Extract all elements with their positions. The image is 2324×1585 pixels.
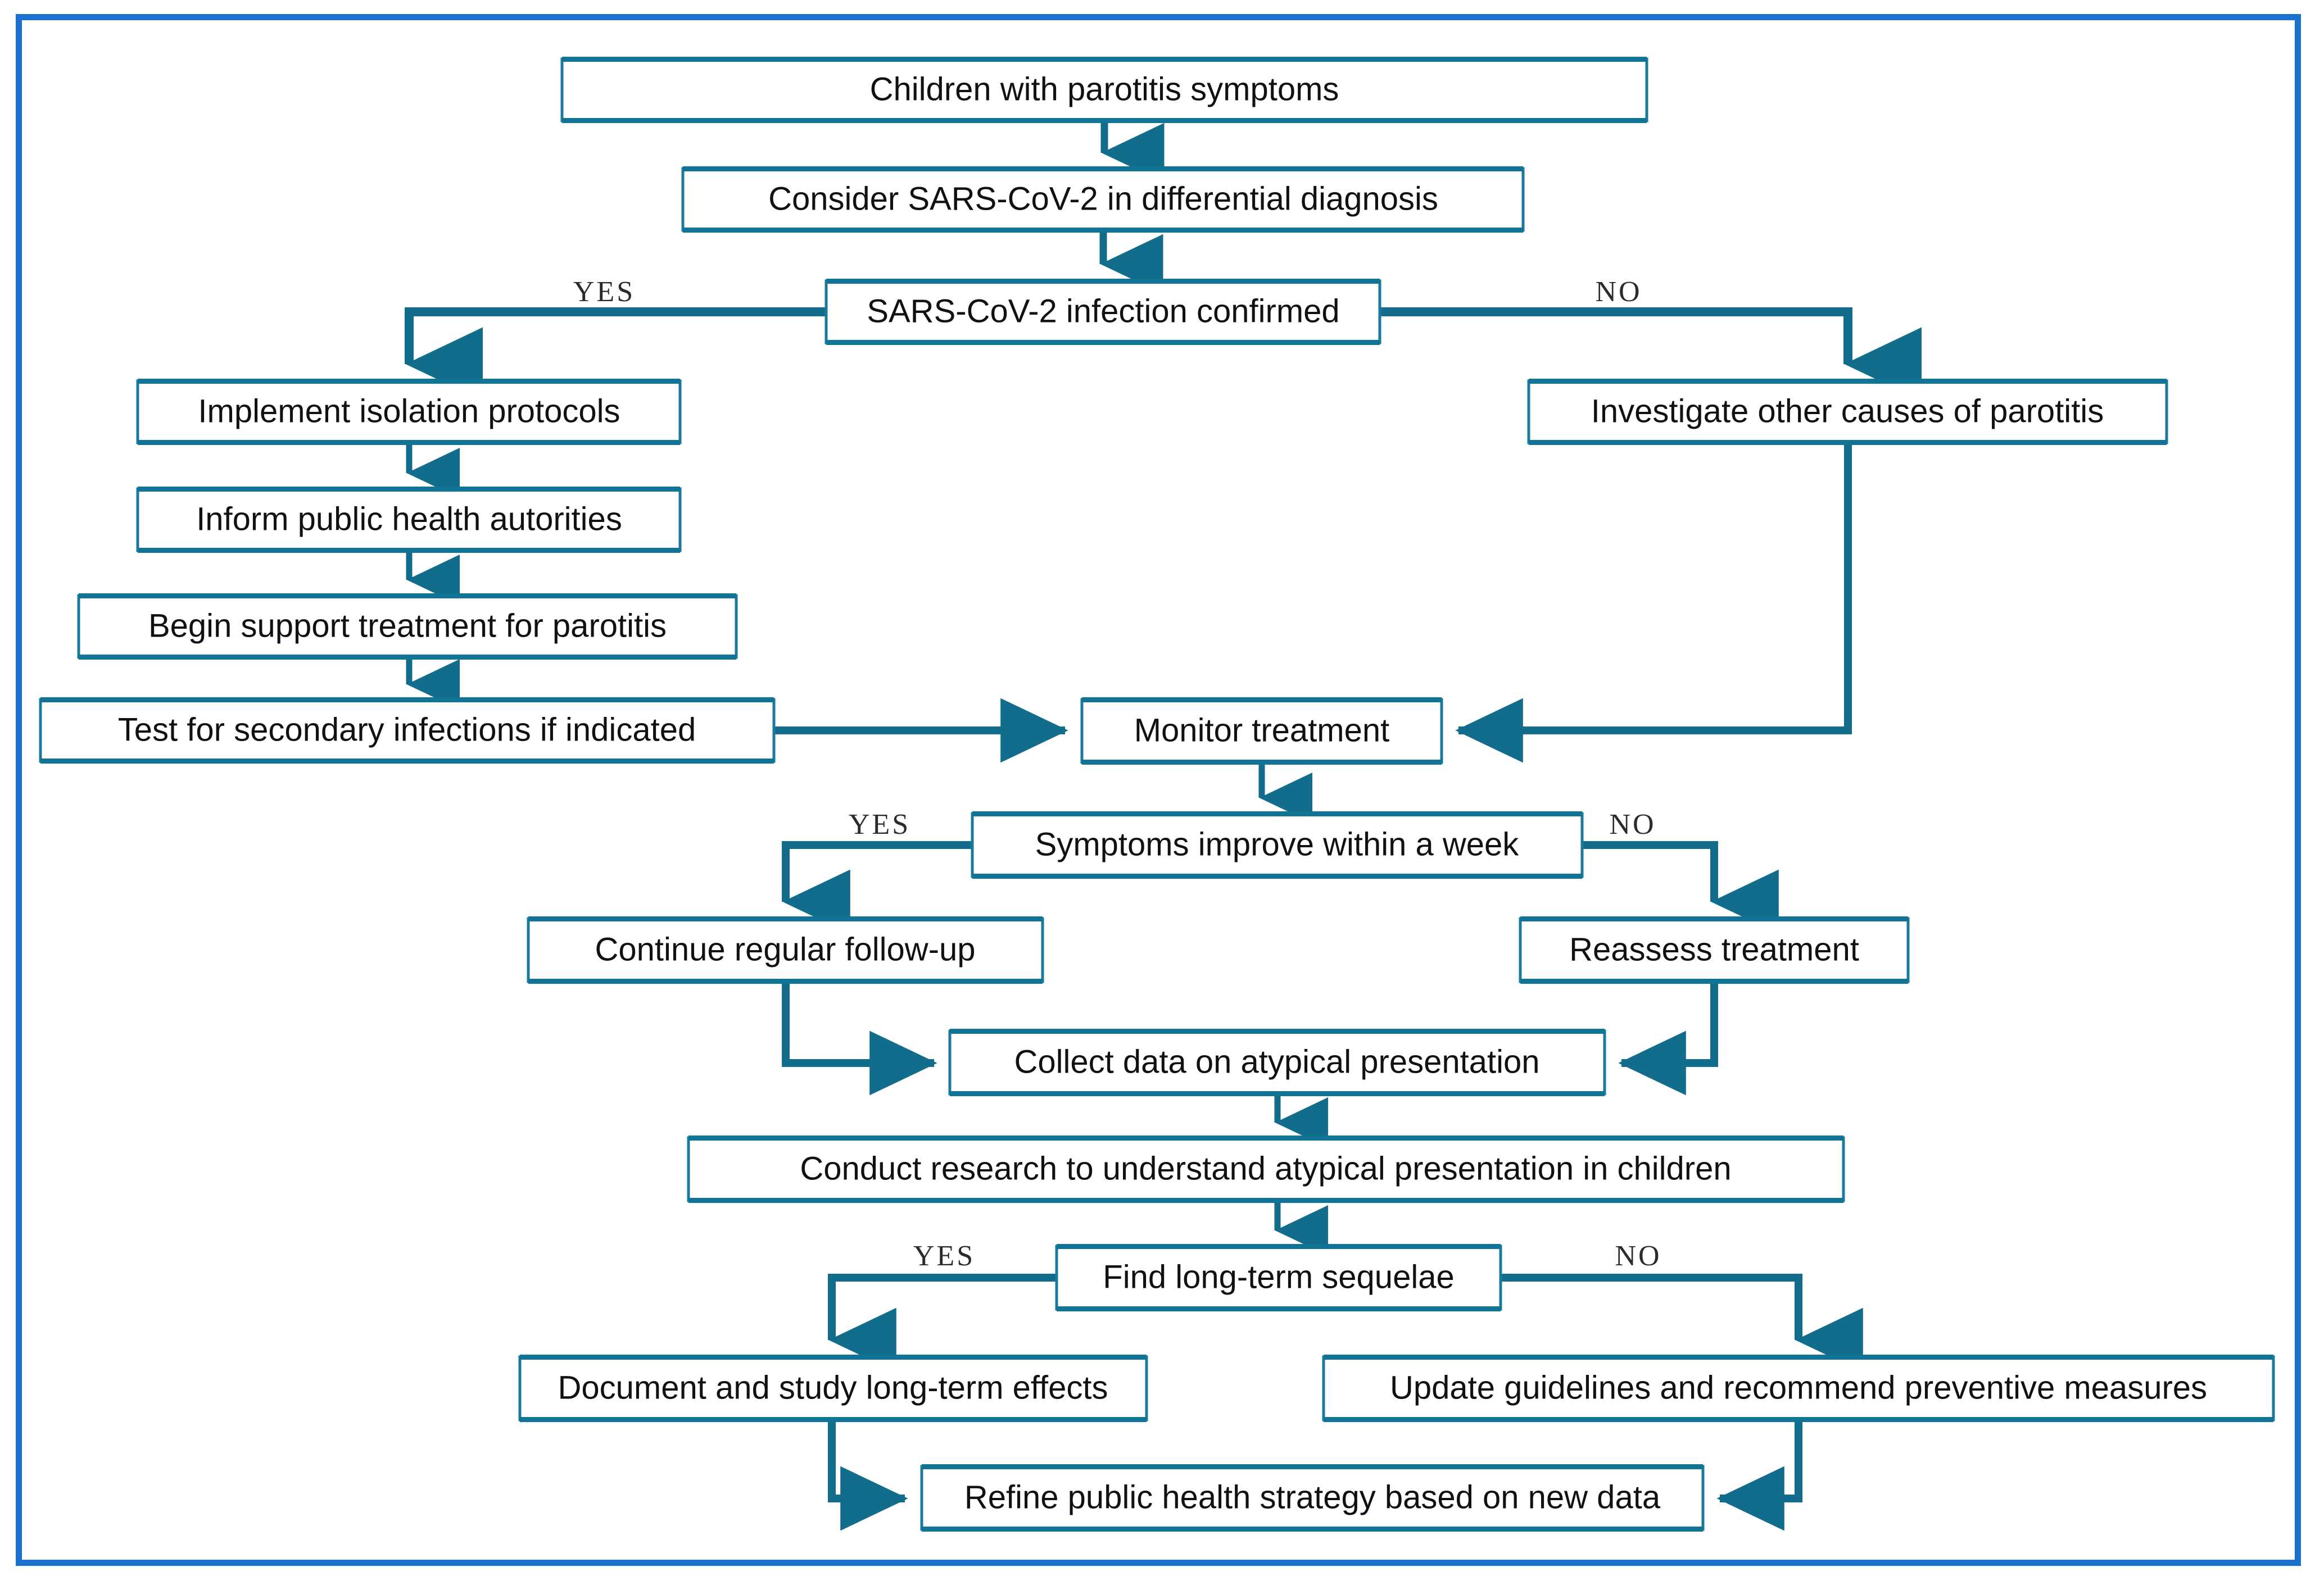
- node-update[interactable]: Update guidelines and recommend preventi…: [1322, 1355, 2275, 1422]
- edge-symptoms-no-reassess: [1582, 841, 1779, 934]
- edge-sequelae-no-update: [1501, 1274, 1863, 1373]
- nodes: Children with parotitis symptoms Conside…: [39, 57, 2275, 1532]
- edge-update-to-refine: [1716, 1420, 1802, 1531]
- edge-symptoms-yes-followup: [782, 841, 972, 934]
- node-label-inform: Inform public health autorities: [196, 501, 622, 537]
- node-consider[interactable]: Consider SARS-CoV-2 in differential diag…: [681, 166, 1525, 233]
- branch-labels: YES NO YES NO YES NO: [573, 276, 1661, 1272]
- node-label-collect: Collect data on atypical presentation: [1014, 1043, 1539, 1080]
- node-reassess[interactable]: Reassess treatment: [1519, 916, 1910, 984]
- node-label-start: Children with parotitis symptoms: [870, 71, 1339, 107]
- edge-document-to-refine: [828, 1420, 908, 1531]
- node-label-research: Conduct research to understand atypical …: [800, 1150, 1731, 1187]
- node-label-monitor: Monitor treatment: [1134, 712, 1390, 748]
- branch-label-confirmed-yes: YES: [573, 276, 635, 308]
- branch-label-sequelae-no: NO: [1615, 1240, 1661, 1272]
- branch-label-confirmed-no: NO: [1595, 276, 1642, 308]
- node-label-sequelae: Find long-term sequelae: [1103, 1259, 1454, 1295]
- node-followup[interactable]: Continue regular follow-up: [527, 916, 1044, 984]
- node-isolation[interactable]: Implement isolation protocols: [136, 379, 682, 445]
- node-label-isolation: Implement isolation protocols: [198, 393, 620, 429]
- node-test[interactable]: Test for secondary infections if indicat…: [39, 697, 776, 764]
- node-refine[interactable]: Refine public health strategy based on n…: [920, 1464, 1705, 1532]
- node-investigate[interactable]: Investigate other causes of parotitis: [1527, 379, 2168, 445]
- node-label-confirmed: SARS-CoV-2 infection confirmed: [867, 293, 1339, 329]
- node-label-test: Test for secondary infections if indicat…: [118, 711, 696, 748]
- edge-sequelae-yes-document: [828, 1274, 1057, 1373]
- branch-label-symptoms-no: NO: [1609, 809, 1656, 841]
- node-confirmed[interactable]: SARS-CoV-2 infection confirmed: [825, 279, 1381, 345]
- node-monitor[interactable]: Monitor treatment: [1080, 697, 1443, 765]
- edge-followup-to-collect: [782, 982, 937, 1096]
- node-symptoms[interactable]: Symptoms improve within a week: [971, 811, 1584, 879]
- connectors: [405, 121, 1922, 1531]
- edge-confirmed-yes-isolation: [405, 307, 826, 401]
- node-inform[interactable]: Inform public health autorities: [136, 487, 682, 553]
- node-start[interactable]: Children with parotitis symptoms: [560, 57, 1648, 123]
- edge-investigate-to-monitor: [1455, 443, 1852, 763]
- edge-confirmed-no-investigate: [1380, 307, 1922, 401]
- node-support[interactable]: Begin support treatment for parotitis: [77, 593, 738, 660]
- branch-label-sequelae-yes: YES: [913, 1240, 975, 1272]
- node-research[interactable]: Conduct research to understand atypical …: [687, 1136, 1845, 1203]
- node-sequelae[interactable]: Find long-term sequelae: [1055, 1244, 1502, 1311]
- node-label-refine: Refine public health strategy based on n…: [964, 1479, 1661, 1515]
- node-label-investigate: Investigate other causes of parotitis: [1591, 393, 2104, 429]
- node-document[interactable]: Document and study long-term effects: [518, 1355, 1148, 1422]
- node-label-document: Document and study long-term effects: [558, 1369, 1108, 1406]
- node-collect[interactable]: Collect data on atypical presentation: [948, 1029, 1606, 1096]
- node-label-support: Begin support treatment for parotitis: [148, 607, 667, 644]
- branch-label-symptoms-yes: YES: [849, 809, 910, 841]
- edge-reassess-to-collect: [1618, 982, 1718, 1096]
- node-label-symptoms: Symptoms improve within a week: [1035, 826, 1520, 862]
- node-label-update: Update guidelines and recommend preventi…: [1390, 1369, 2207, 1406]
- node-label-reassess: Reassess treatment: [1569, 931, 1859, 968]
- node-label-followup: Continue regular follow-up: [595, 931, 975, 968]
- node-label-consider: Consider SARS-CoV-2 in differential diag…: [768, 180, 1438, 217]
